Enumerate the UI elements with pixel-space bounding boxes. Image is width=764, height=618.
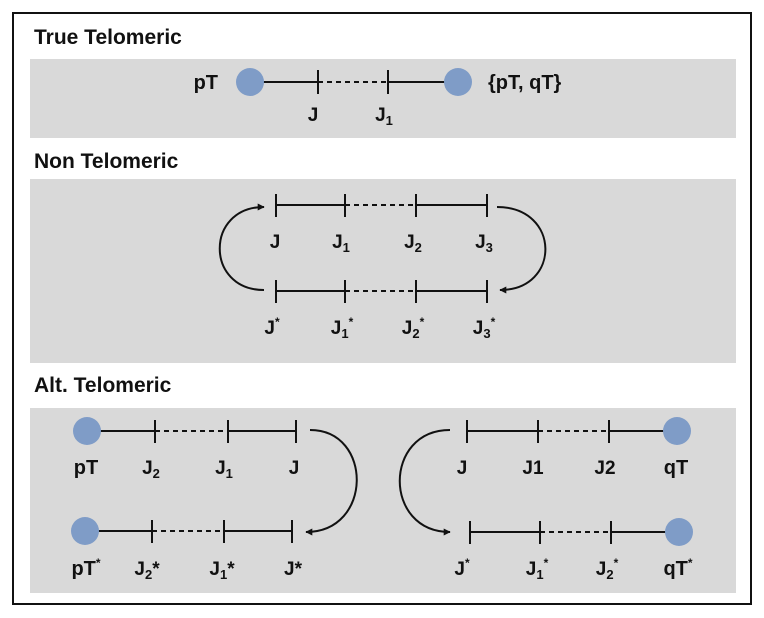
label-qT-star: qT*: [663, 556, 692, 580]
label-J: J: [308, 105, 319, 126]
label-J1-star: J1*: [209, 559, 235, 582]
arrow-right-section-curve: [398, 429, 451, 536]
telomere-circle: [444, 68, 472, 96]
label-J: J: [270, 232, 281, 253]
label-J1: J1: [375, 105, 393, 128]
section-title-true-telomeric: True Telomeric: [34, 26, 182, 49]
label-J2-star: J2*: [402, 315, 425, 341]
section-title-alt-telomeric: Alt. Telomeric: [34, 374, 172, 397]
arrow-right-curve: [496, 206, 547, 294]
label-pT-star: pT*: [71, 556, 100, 580]
label-J1: J1: [215, 458, 233, 481]
band-non-telomeric: [30, 179, 736, 363]
label-pT-qT: {pT, qT}: [488, 72, 562, 94]
figure-frame: True Telomeric Non Telomeric Alt. Telome…: [12, 12, 752, 605]
label-J2-star: J2*: [596, 556, 619, 582]
telomere-circle: [71, 517, 99, 545]
label-J3-star: J3*: [473, 315, 496, 341]
label-J-star: J*: [284, 559, 303, 580]
telomere-circle: [665, 518, 693, 546]
label-pT: pT: [194, 72, 218, 94]
label-J2: J2: [594, 458, 615, 479]
label-J: J: [457, 458, 468, 479]
arrow-left-curve: [218, 203, 265, 291]
label-J2: J2: [142, 458, 160, 481]
band-alt-telomeric: [30, 408, 736, 593]
alt-telomeric-left-diagram: pT J2 J1 J pT* J2* J1* J*: [71, 417, 358, 582]
non-telomeric-diagram: J J1 J2 J3 J* J1* J2* J3*: [218, 194, 547, 341]
label-pT: pT: [74, 457, 98, 479]
label-J2: J2: [404, 232, 422, 255]
label-J1: J1: [522, 458, 544, 479]
telomere-circle: [663, 417, 691, 445]
label-J1-star: J1*: [526, 556, 549, 582]
label-J1: J1: [332, 232, 350, 255]
label-qT: qT: [664, 457, 688, 479]
label-J: J: [289, 458, 300, 479]
band-true-telomeric: [30, 59, 736, 138]
telomere-circle: [236, 68, 264, 96]
alt-telomeric-right-diagram: J J1 J2 qT J* J1* J2* qT*: [398, 417, 693, 582]
label-J2-star: J2*: [134, 559, 160, 582]
section-title-non-telomeric: Non Telomeric: [34, 150, 179, 173]
label-J1-star: J1*: [331, 315, 354, 341]
arrow-left-section-curve: [305, 429, 358, 536]
label-J-star: J*: [264, 315, 280, 339]
label-J-star: J*: [454, 556, 470, 580]
true-telomeric-diagram: pT {pT, qT} J J1: [194, 68, 562, 128]
label-J3: J3: [475, 232, 493, 255]
telomere-circle: [73, 417, 101, 445]
